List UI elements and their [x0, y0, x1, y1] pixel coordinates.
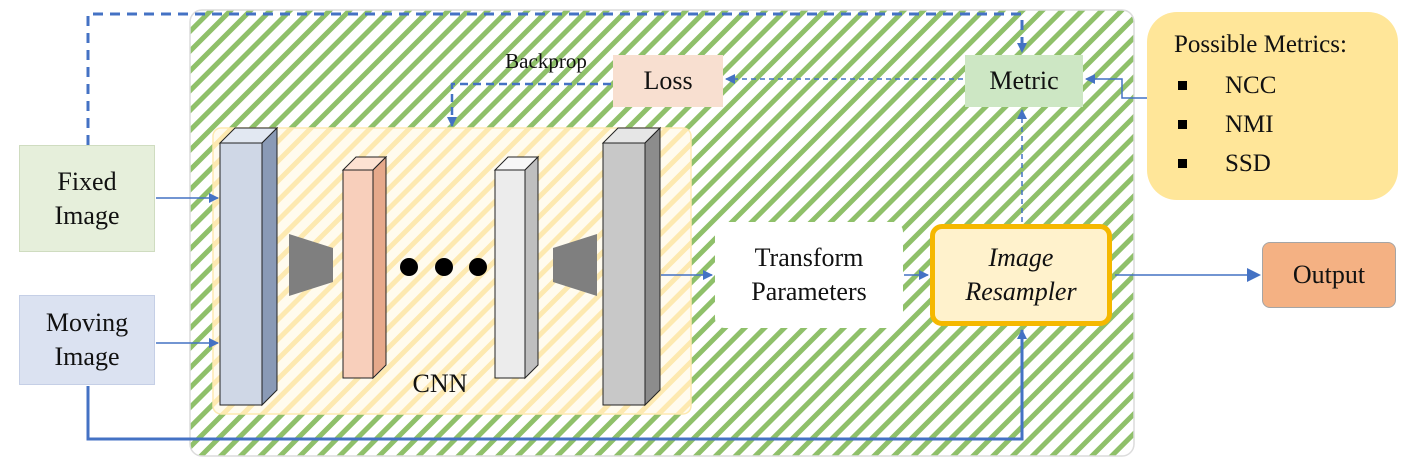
- moving-image-label: Moving Image: [45, 308, 129, 371]
- transform-parameters-box: Transform Parameters: [715, 222, 903, 328]
- square-bullet-icon: [1178, 81, 1187, 90]
- fixed-to-metric-dashed-line: [86, 12, 1027, 145]
- cnn-decoder-trapezoid: [553, 234, 597, 296]
- backprop-arrow: [447, 82, 611, 127]
- loss-box: Loss: [613, 55, 723, 107]
- square-bullet-icon: [1178, 159, 1187, 168]
- metric-item: NMI: [1174, 105, 1398, 144]
- metric-item-label: NMI: [1225, 110, 1274, 138]
- output-label: Output: [1292, 260, 1366, 289]
- fixed-image-box: Fixed Image: [19, 145, 155, 252]
- cnn-encoder-trapezoid: [289, 234, 333, 296]
- metric-box: Metric: [965, 55, 1083, 107]
- metric-item-label: SSD: [1225, 149, 1271, 177]
- ellipsis-dots: [400, 258, 487, 276]
- possible-metrics-panel: Possible Metrics: NCC NMI SSD: [1147, 12, 1398, 200]
- metric-label: Metric: [989, 66, 1059, 95]
- cnn-output-layer: [601, 126, 662, 407]
- cnn-label: CNN: [413, 369, 468, 398]
- output-box: Output: [1262, 242, 1396, 308]
- cnn-encoder-layer: [341, 155, 388, 380]
- metric-item: SSD: [1174, 144, 1398, 183]
- possible-metrics-list: NCC NMI SSD: [1174, 66, 1398, 183]
- metric-item: NCC: [1174, 66, 1398, 105]
- square-bullet-icon: [1178, 120, 1187, 129]
- cnn-decoder-layer: [493, 155, 540, 380]
- transform-parameters-label: Transform Parameters: [751, 243, 867, 306]
- fixed-image-label: Fixed Image: [54, 166, 120, 230]
- possible-metrics-title: Possible Metrics:: [1174, 31, 1347, 58]
- cnn-input-layer: [218, 126, 279, 407]
- moving-image-box: Moving Image: [19, 295, 155, 385]
- metric-item-label: NCC: [1225, 71, 1277, 99]
- image-resampler-box: Image Resampler: [930, 224, 1112, 326]
- metrics-panel-to-metric-arrow: [1085, 74, 1147, 99]
- loss-label: Loss: [643, 66, 693, 95]
- backprop-label: Backprop: [505, 49, 587, 73]
- image-resampler-label: Image Resampler: [965, 243, 1077, 306]
- moving-to-resampler-arrow: [86, 329, 1027, 441]
